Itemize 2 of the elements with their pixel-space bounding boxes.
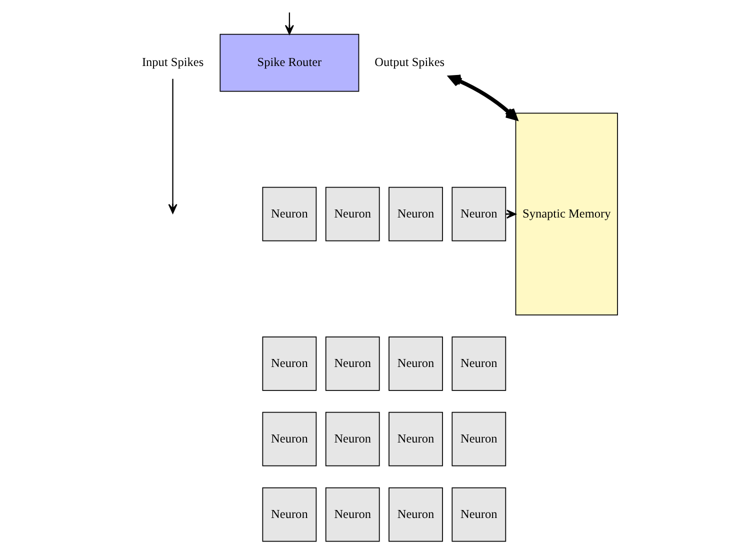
node-text: Input Spikes bbox=[142, 55, 204, 70]
node-text: Output Spikes bbox=[374, 55, 445, 70]
